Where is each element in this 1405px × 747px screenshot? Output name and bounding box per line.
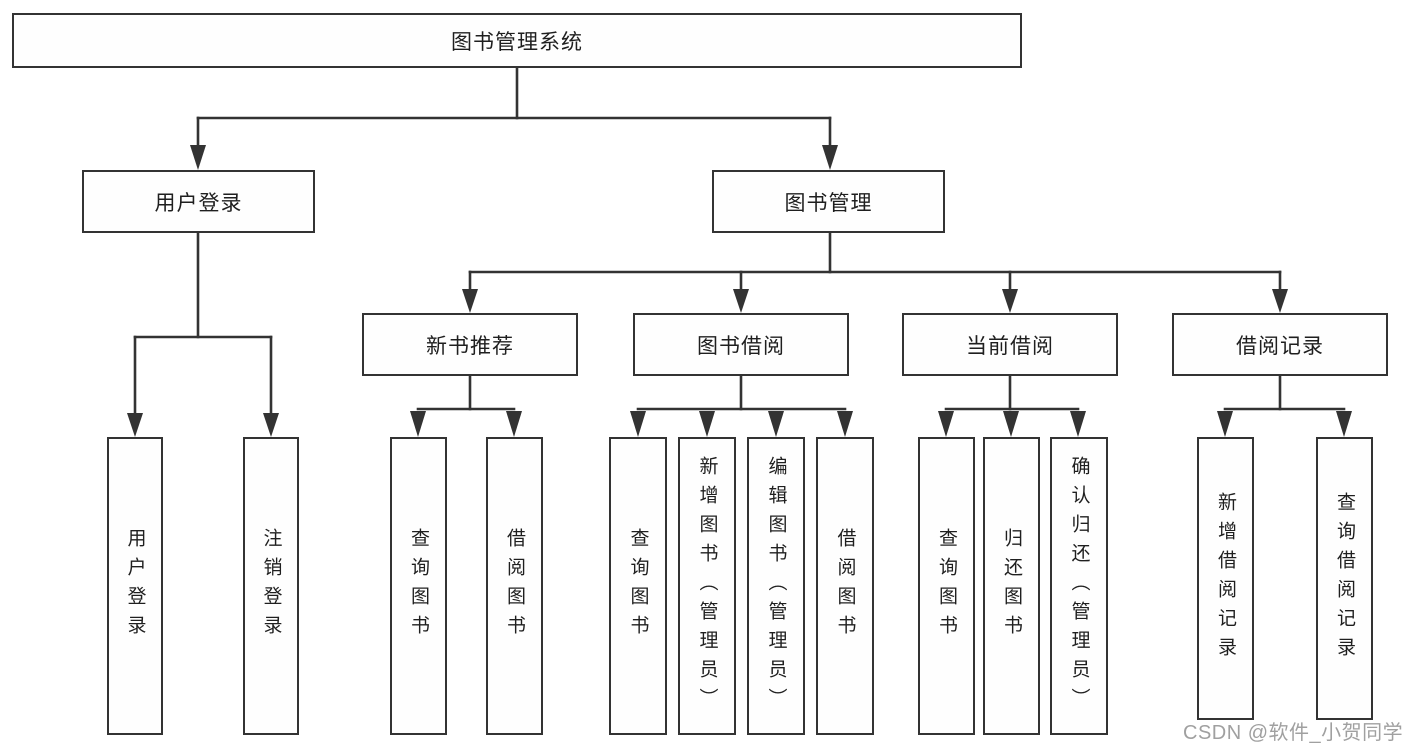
node-query-books-recommend: 查询图书 bbox=[390, 437, 447, 735]
node-return-books: 归还图书 bbox=[983, 437, 1040, 735]
node-borrow-books-recommend: 借阅图书 bbox=[486, 437, 543, 735]
node-label: 新书推荐 bbox=[426, 334, 514, 358]
node-label: 图书管理系统 bbox=[451, 30, 583, 54]
arrowhead-user-login-action bbox=[127, 413, 143, 437]
node-label: 新增借阅记录 bbox=[1215, 491, 1236, 666]
node-user-login: 用户登录 bbox=[82, 170, 315, 233]
node-label: 编辑图书（管理员） bbox=[765, 455, 787, 717]
node-label: 新增图书（管理员） bbox=[696, 455, 718, 717]
arrowhead-user-login bbox=[190, 145, 206, 170]
node-label: 借阅记录 bbox=[1236, 334, 1324, 358]
arrowhead-new-book-recommend bbox=[462, 289, 478, 313]
arrowhead-logout-action bbox=[263, 413, 279, 437]
edges-book-borrow-children bbox=[630, 374, 853, 437]
node-label: 查询图书 bbox=[936, 528, 957, 644]
node-label: 借阅图书 bbox=[504, 528, 525, 644]
node-confirm-return-admin: 确认归还（管理员） bbox=[1050, 437, 1108, 735]
edges-book-management-children bbox=[462, 231, 1288, 313]
node-label: 用户登录 bbox=[154, 191, 243, 215]
node-add-book-admin: 新增图书（管理员） bbox=[678, 437, 736, 735]
edges-borrow-records-children bbox=[1217, 374, 1352, 437]
node-query-books-current: 查询图书 bbox=[918, 437, 975, 735]
edges-current-borrow-children bbox=[938, 374, 1086, 437]
node-book-management: 图书管理 bbox=[712, 170, 945, 233]
node-borrow-books-action: 借阅图书 bbox=[816, 437, 874, 735]
node-label: 确认归还（管理员） bbox=[1068, 455, 1090, 717]
arrowhead-current-borrow bbox=[1002, 289, 1018, 313]
arrowhead-borrow-records bbox=[1272, 289, 1288, 313]
node-book-borrow: 图书借阅 bbox=[633, 313, 849, 376]
node-label: 图书管理 bbox=[784, 191, 873, 215]
node-label: 借阅图书 bbox=[834, 528, 856, 644]
edges-root-to-level2 bbox=[190, 66, 838, 170]
node-borrow-records: 借阅记录 bbox=[1172, 313, 1388, 376]
node-label: 注销登录 bbox=[260, 528, 282, 644]
node-current-borrow: 当前借阅 bbox=[902, 313, 1118, 376]
csdn-watermark: CSDN @软件_小贺同学 bbox=[1183, 722, 1404, 744]
node-label: 用户登录 bbox=[124, 528, 146, 644]
arrowhead-book-management bbox=[822, 145, 838, 170]
node-query-books-borrow: 查询图书 bbox=[609, 437, 667, 735]
edges-user-login-children bbox=[127, 231, 279, 437]
node-label: 归还图书 bbox=[1001, 528, 1022, 644]
arrowhead-book-borrow bbox=[733, 289, 749, 313]
node-label: 图书借阅 bbox=[697, 334, 785, 358]
node-logout-action: 注销登录 bbox=[243, 437, 299, 735]
node-query-borrow-record: 查询借阅记录 bbox=[1316, 437, 1373, 720]
node-add-borrow-record: 新增借阅记录 bbox=[1197, 437, 1254, 720]
node-label: 当前借阅 bbox=[966, 334, 1054, 358]
node-label: 查询图书 bbox=[408, 528, 429, 644]
node-library-management-system: 图书管理系统 bbox=[12, 13, 1022, 68]
node-edit-book-admin: 编辑图书（管理员） bbox=[747, 437, 805, 735]
node-label: 查询图书 bbox=[627, 528, 649, 644]
node-user-login-action: 用户登录 bbox=[107, 437, 163, 735]
node-new-book-recommend: 新书推荐 bbox=[362, 313, 578, 376]
edges-new-book-recommend-children bbox=[410, 374, 522, 437]
node-label: 查询借阅记录 bbox=[1334, 491, 1355, 666]
